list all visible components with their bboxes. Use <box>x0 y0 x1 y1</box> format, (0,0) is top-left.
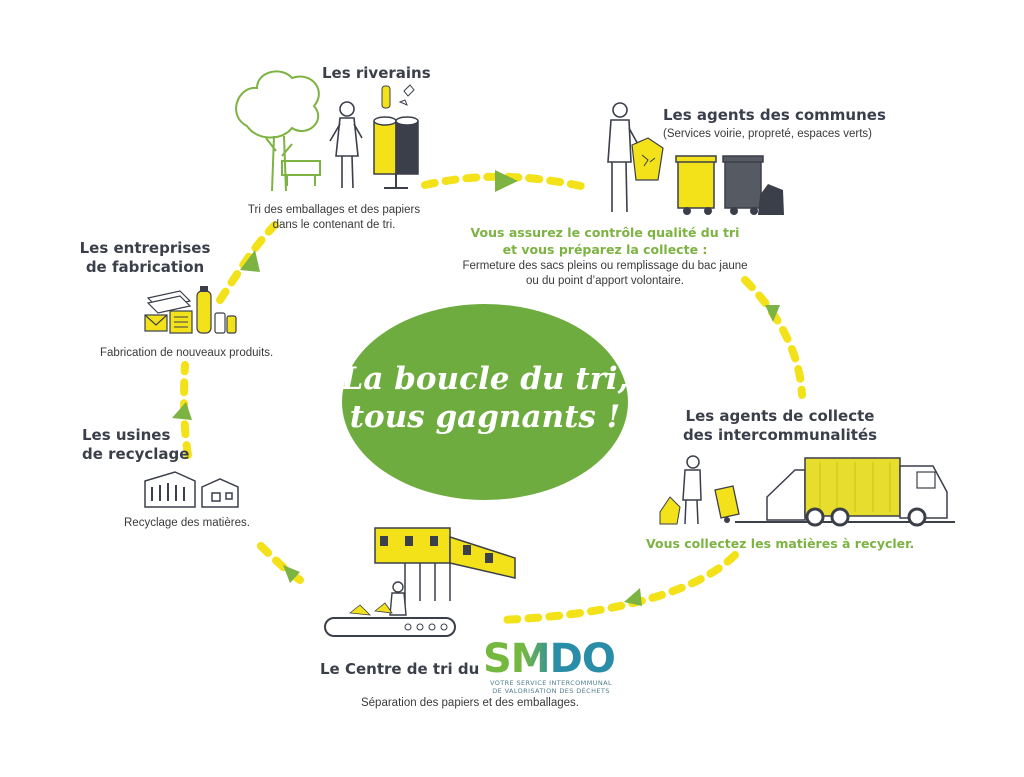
bottle-icon <box>196 286 212 334</box>
smdo-logo-sub1: VOTRE SERVICE INTERCOMMUNAL <box>490 679 612 687</box>
agents-communes-subtitle: (Services voirie, propreté, espaces vert… <box>663 128 872 140</box>
yellow-bin-icon <box>675 155 717 215</box>
entreprises-title-line2: de fabrication <box>85 258 205 276</box>
loop-segment-right-upper <box>741 276 806 399</box>
tree-icon <box>235 70 321 192</box>
factory-illustration <box>144 471 239 508</box>
loop-arrow-top <box>495 170 518 192</box>
agents-communes-green-line1: Vous assurez le contrôle qualité du tri <box>470 225 740 240</box>
usines-title: Les usines de recyclage <box>82 426 189 464</box>
building-icon <box>374 527 516 605</box>
agent-icon <box>607 102 641 213</box>
sorting-center-illustration <box>324 527 516 637</box>
riverains-title: Les riverains <box>322 64 431 82</box>
agents-communes-desc: Fermeture des sacs pleins ou remplissage… <box>440 259 770 289</box>
can-icon <box>214 312 237 334</box>
center-title-line1: La boucle du tri, <box>341 361 629 397</box>
loop-arrow-right-lower <box>624 588 642 606</box>
box-icon <box>169 310 193 334</box>
garbage-truck-illustration <box>659 455 955 527</box>
center-title: La boucle du tri, tous gagnants ! <box>340 360 630 436</box>
usines-title-line2: de recyclage <box>82 445 190 463</box>
paper-stack-icon <box>146 290 192 314</box>
agents-collecte-green: Vous collectez les matières à recycler. <box>646 536 915 551</box>
waste-items-icon <box>348 602 393 616</box>
agents-communes-green: Vous assurez le contrôle qualité du tri … <box>445 224 765 258</box>
loop-arrow-right-upper <box>765 305 780 322</box>
loop-arrow-left-upper <box>240 250 260 272</box>
agents-collecte-title: Les agents de collecte des intercommunal… <box>665 407 895 445</box>
loop-arrow-bottom-left <box>283 565 300 583</box>
centre-tri-title: Le Centre de tri du <box>320 660 480 678</box>
loop-segment-bottom-left <box>251 536 304 584</box>
envelope-icon <box>144 314 168 332</box>
smdo-logo-word: SMDO <box>483 636 616 682</box>
agents-communes-illustration <box>607 102 784 215</box>
agents-communes-green-line2: et vous préparez la collecte : <box>502 242 708 257</box>
smdo-logo: SMDO <box>483 636 616 682</box>
agents-communes-title: Les agents des communes <box>663 106 886 124</box>
riverains-desc-line2: dans le contenant de tri. <box>272 219 396 231</box>
center-title-line2: tous gagnants ! <box>349 399 621 435</box>
conveyor-belt-icon <box>324 617 456 637</box>
grey-bin-icon <box>722 155 764 215</box>
agents-collecte-title-line2: des intercommunalités <box>682 426 878 444</box>
agents-communes-desc-line2: ou du point d’apport volontaire. <box>526 275 684 287</box>
usines-desc: Recyclage des matières. <box>124 517 250 529</box>
usines-title-line1: Les usines <box>82 426 171 444</box>
truck-icon <box>735 457 955 527</box>
entreprises-desc: Fabrication de nouveaux produits. <box>100 347 274 359</box>
yellow-bags-icon <box>631 137 664 181</box>
center-ellipse <box>342 304 628 500</box>
entreprises-title: Les entreprises de fabrication <box>70 239 220 277</box>
centre-tri-desc: Séparation des papiers et des emballages… <box>360 697 579 709</box>
loop-segment-left-upper <box>216 221 279 304</box>
loop-segment-right-lower <box>496 551 739 624</box>
person-icon <box>329 101 363 189</box>
smdo-logo-subtitle: VOTRE SERVICE INTERCOMMUNAL DE VALORISAT… <box>487 679 615 695</box>
sorting-bins-icon <box>373 84 419 189</box>
agents-communes-desc-line1: Fermeture des sacs pleins ou remplissage… <box>462 260 748 272</box>
riverains-illustration <box>235 70 419 192</box>
agents-collecte-title-line1: Les agents de collecte <box>685 407 875 425</box>
factory-icon <box>144 471 239 508</box>
products-illustration <box>144 286 237 334</box>
entreprises-title-line1: Les entreprises <box>79 239 211 257</box>
smdo-logo-sub2: DE VALORISATION DES DÉCHETS <box>492 687 610 695</box>
bin-icon <box>714 485 740 523</box>
loop-arrow-left-lower <box>172 402 192 420</box>
bag-icon <box>659 496 681 525</box>
collector-icon <box>682 455 702 525</box>
worker-icon <box>389 581 407 616</box>
riverains-desc: Tri des emballages et des papiers dans l… <box>234 203 434 233</box>
black-bag-icon <box>758 184 784 215</box>
riverains-desc-line1: Tri des emballages et des papiers <box>247 204 421 216</box>
